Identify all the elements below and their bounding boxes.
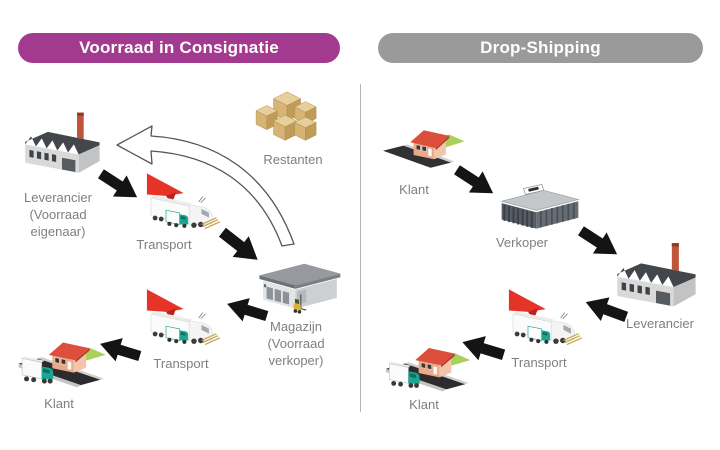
- magazijn-label: Magazijn (Voorraad verkoper): [255, 318, 337, 369]
- label-line: verkoper): [268, 353, 324, 368]
- label-line: (Voorraad: [29, 207, 87, 222]
- klant-label: Klant: [44, 396, 74, 411]
- cardboard-boxes-icon: [250, 90, 328, 150]
- left-panel-title: Voorraad in Consignatie: [18, 33, 340, 63]
- return-arrow-icon: [116, 125, 295, 247]
- klant-label: Klant: [409, 397, 439, 412]
- label-line: eigenaar): [30, 224, 86, 239]
- delivery-truck-icon: [140, 288, 222, 348]
- panel-divider: [360, 84, 361, 412]
- delivery-truck-icon: [502, 288, 584, 348]
- leverancier-label: Leverancier (Voorraad eigenaar): [10, 189, 106, 240]
- house-delivery-icon: [385, 336, 473, 398]
- delivery-truck-icon: [140, 172, 222, 232]
- leverancier-label: Leverancier: [626, 316, 694, 331]
- klant-label: Klant: [399, 182, 429, 197]
- verkoper-label: Verkoper: [495, 235, 549, 250]
- store-building-icon: [498, 183, 582, 236]
- label-line: Leverancier: [24, 190, 92, 205]
- transport-label: Transport: [153, 356, 209, 371]
- label-line: Magazijn: [269, 319, 323, 334]
- restanten-label: Restanten: [263, 152, 323, 167]
- factory-icon: [612, 236, 700, 311]
- house-delivery-icon: [18, 330, 108, 394]
- factory-icon: [20, 106, 104, 177]
- right-panel-title: Drop-Shipping: [378, 33, 703, 63]
- transport-label: Transport: [511, 355, 567, 370]
- transport-label: Transport: [136, 237, 192, 252]
- label-line: (Voorraad: [267, 336, 325, 351]
